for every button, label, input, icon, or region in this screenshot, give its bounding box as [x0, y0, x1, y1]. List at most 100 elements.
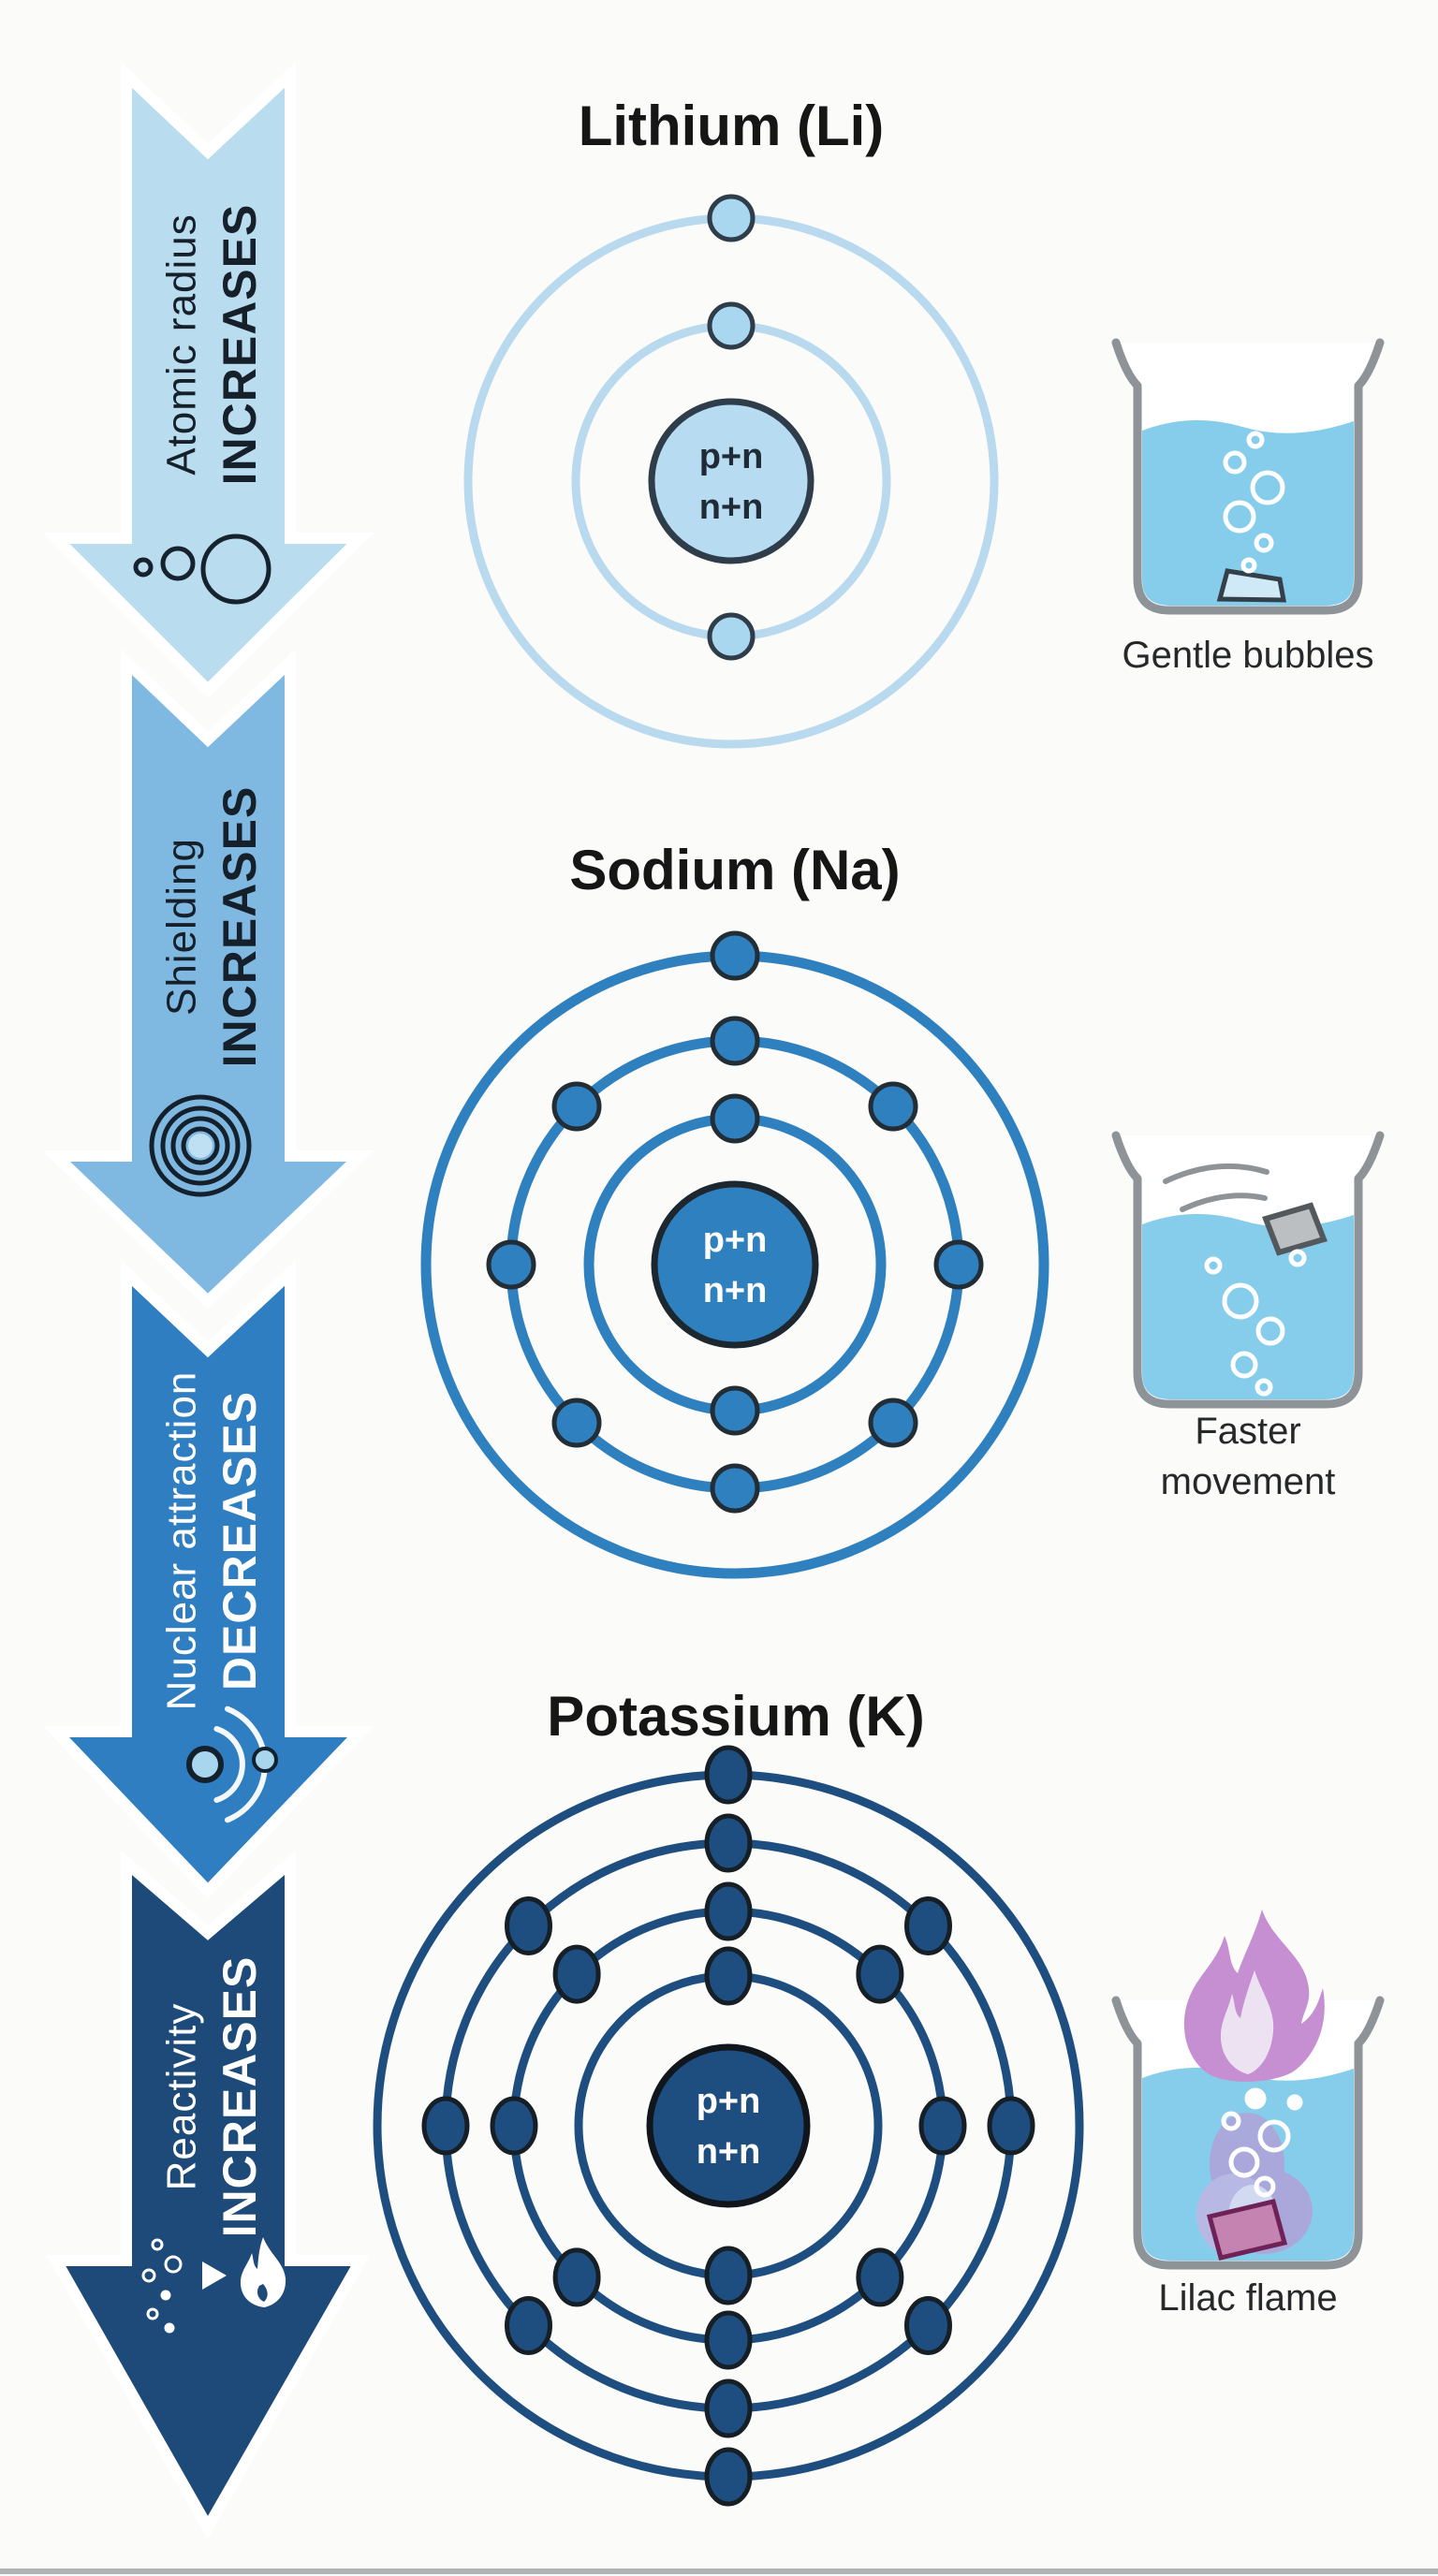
flame-shape: [240, 2237, 286, 2307]
electron: [490, 2096, 538, 2156]
bubble: [1255, 1316, 1285, 1346]
electron: [704, 2246, 753, 2305]
electron: [904, 2296, 952, 2355]
beaker-glass-outline: [1111, 1131, 1385, 1409]
nucleus-label-protons: p+n: [703, 1221, 768, 1260]
beaker-glass-outline: [1111, 338, 1385, 615]
nucleus: [646, 2043, 811, 2208]
electron: [933, 1239, 984, 1290]
bubble-dot: [160, 2290, 171, 2301]
bubble: [1246, 431, 1265, 449]
electron: [856, 2247, 904, 2307]
bubble: [1250, 470, 1285, 505]
electron: [551, 1081, 602, 1132]
nucleus-label-neutrons: n+n: [703, 1271, 768, 1310]
bubble: [1221, 2111, 1241, 2131]
electron: [704, 1881, 753, 1941]
atom-title: Lithium (Li): [579, 95, 885, 157]
atom-potassium: Potassium (K)p+nn+n: [373, 1685, 1084, 2507]
bubble: [1228, 2146, 1260, 2178]
electron: [710, 1016, 760, 1066]
electron: [704, 1745, 753, 1805]
reactivity-flame-icon: [141, 2237, 286, 2334]
beaker-caption: Faster: [1195, 1411, 1300, 1452]
lithium-metal-piece: [1216, 568, 1287, 603]
electron: [552, 1944, 601, 2004]
bubble: [1223, 500, 1256, 534]
page-bottom-edge: [0, 2569, 1438, 2574]
beaker-lithium-reaction: Gentle bubbles: [1111, 338, 1385, 676]
nuclear-attraction-icon: [186, 1705, 278, 1823]
arrow-label-line1: Reactivity: [159, 2003, 205, 2191]
motion-arc: [1163, 1163, 1269, 1184]
electron: [486, 1239, 536, 1290]
shielding-rings-icon: [149, 1094, 252, 1197]
water: [1142, 419, 1354, 606]
sodium-metal-piece: [1262, 1202, 1328, 1256]
bubble-dot: [164, 2322, 175, 2334]
nucleus-label-neutrons: n+n: [699, 488, 764, 527]
nucleus: [651, 1180, 819, 1349]
atom-title: Sodium (Na): [569, 839, 900, 901]
beaker-glass-outline: [1111, 1996, 1385, 2270]
electron: [552, 2247, 601, 2307]
bubble: [1230, 1351, 1258, 1379]
electron: [868, 1398, 918, 1448]
atom-title: Potassium (K): [547, 1685, 924, 1748]
bubble-dot: [141, 2268, 156, 2283]
bubble: [1223, 450, 1247, 475]
nucleus-dot: [186, 1746, 224, 1783]
bubble: [1222, 1282, 1259, 1320]
arrow-label-line1: Nuclear attraction: [159, 1371, 205, 1711]
nucleus-label-protons: p+n: [697, 2082, 761, 2121]
electron: [704, 1946, 753, 2006]
arrow-shape: [42, 62, 374, 698]
electron: [707, 194, 756, 242]
nucleus: [648, 398, 814, 564]
electron: [505, 2296, 552, 2355]
arrow-shape: [46, 1850, 371, 2539]
electron: [904, 1896, 952, 1955]
electron: [710, 1463, 760, 1514]
beaker-sodium-reaction: Faster movement: [1111, 1131, 1385, 1502]
bubble-dot: [164, 2255, 183, 2274]
bubble-dot: [146, 2307, 159, 2320]
beaker-caption: movement: [1161, 1461, 1336, 1502]
motion-arc: [1180, 1193, 1268, 1212]
nucleus-label-protons: p+n: [699, 437, 764, 476]
arrow-shape: [42, 1260, 374, 1899]
electron-dot: [252, 1747, 278, 1773]
spark-triangle: [202, 2261, 227, 2290]
electron: [707, 612, 756, 661]
arrow-label-line2: INCREASES: [213, 1956, 266, 2238]
atom-sodium: Sodium (Na) p+n n+n: [420, 839, 1049, 1579]
bubble: [1254, 2175, 1276, 2198]
electron: [710, 930, 760, 981]
bubble: [1288, 1249, 1307, 1267]
potassium-metal-piece: [1206, 2199, 1288, 2261]
water: [1142, 1213, 1354, 1399]
electron: [868, 1081, 918, 1132]
bubble: [1240, 557, 1257, 574]
bubble: [1286, 2094, 1303, 2111]
bubble: [1244, 2087, 1267, 2110]
electron: [710, 1093, 760, 1144]
electron: [987, 2096, 1035, 2156]
beaker-caption: Gentle bubbles: [1122, 635, 1373, 676]
electron: [710, 1385, 760, 1436]
electron: [707, 301, 756, 350]
atomic-radius-circles-icon: [133, 534, 271, 605]
lilac-flame-inner: [1220, 1970, 1274, 2074]
arrow-label-line2: DECREASES: [213, 1391, 266, 1690]
beaker-potassium-reaction: Lilac flame: [1111, 1910, 1385, 2319]
atom-lithium: Lithium (Li) p+n n+n: [463, 95, 999, 749]
arrow-label-line2: INCREASES: [213, 204, 266, 486]
bubble: [1257, 2119, 1291, 2153]
